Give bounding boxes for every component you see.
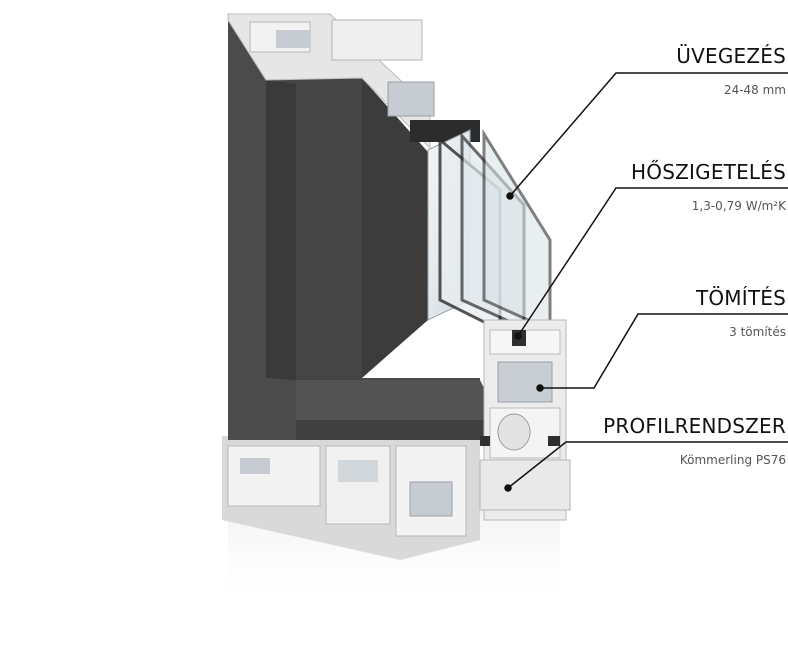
leader-profile	[507, 441, 788, 489]
sill-profile-section	[222, 436, 480, 560]
head-profile-section	[227, 13, 480, 150]
callout-glazing: ÜVEGEZÉS 24-48 mm	[676, 44, 786, 98]
leader-dot-seal	[536, 384, 544, 392]
leader-seal	[540, 313, 788, 389]
callout-value: Kömmerling PS76	[679, 453, 786, 467]
callout-leaders	[504, 72, 788, 492]
triple-glazing	[427, 128, 552, 333]
callout-value: 1,3-0,79 W/m²K	[691, 199, 786, 213]
callout-title: PROFILRENDSZER	[603, 414, 786, 438]
leader-glazing	[509, 72, 788, 197]
leader-dot-insulation	[514, 332, 522, 340]
sash-profile-section	[479, 319, 571, 521]
callout-value: 24-48 mm	[723, 83, 786, 97]
callout-profile-system: PROFILRENDSZER Kömmerling PS76	[603, 414, 786, 468]
callout-seal: TÖMÍTÉS 3 tömítés	[696, 286, 786, 340]
callout-title: HŐSZIGETELÉS	[631, 160, 786, 184]
leader-dot-profile	[504, 484, 512, 492]
callout-insulation: HŐSZIGETELÉS 1,3-0,79 W/m²K	[631, 160, 786, 214]
callout-title: ÜVEGEZÉS	[676, 44, 786, 68]
callout-value: 3 tömítés	[729, 325, 786, 339]
window-frame	[228, 20, 500, 440]
callout-title: TÖMÍTÉS	[695, 286, 786, 310]
leader-dot-glazing	[506, 192, 514, 200]
leader-insulation	[517, 187, 788, 337]
